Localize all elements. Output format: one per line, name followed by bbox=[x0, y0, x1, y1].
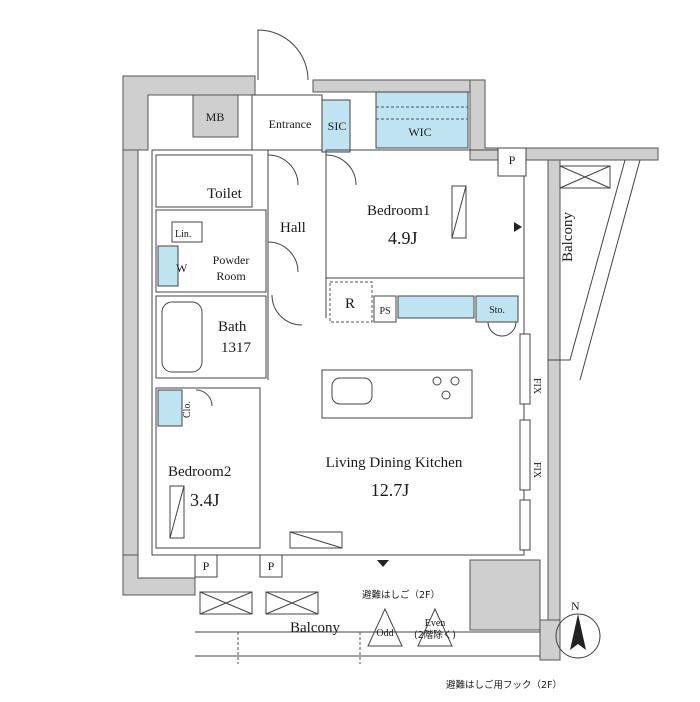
bedroom1-size: 4.9J bbox=[388, 228, 418, 248]
odd-label: Odd bbox=[376, 628, 393, 639]
bath-label: Bath bbox=[218, 319, 247, 335]
ps-label: PS bbox=[379, 306, 390, 317]
side-balcony-label: Balcony bbox=[560, 212, 576, 262]
clo-label: Clo. bbox=[182, 401, 193, 418]
fix-label-1: FIX bbox=[531, 378, 542, 395]
p-top-label: P bbox=[509, 153, 516, 167]
bedroom1-label: Bedroom1 bbox=[367, 203, 430, 219]
mb-label: MB bbox=[206, 110, 225, 124]
hook-2f-label: 避難はしご用フック（2F） bbox=[446, 679, 562, 691]
wic-label: WIC bbox=[408, 125, 431, 139]
entrance-door[interactable] bbox=[257, 29, 309, 81]
outer-walls bbox=[122, 75, 659, 661]
north-label: N bbox=[571, 599, 580, 613]
north-compass-icon: N bbox=[555, 599, 601, 659]
w-label: W bbox=[176, 261, 188, 275]
ladder-2f-label: 避難はしご（2F） bbox=[362, 589, 440, 601]
interior-walls bbox=[151, 91, 641, 664]
bath-size: 1317 bbox=[221, 340, 252, 356]
bedroom2-label: Bedroom2 bbox=[168, 464, 231, 480]
entrance-label: Entrance bbox=[269, 117, 312, 131]
p-mid-label: P bbox=[268, 559, 275, 573]
even-note: (2階除く) bbox=[414, 629, 456, 641]
bedroom2-size: 3.4J bbox=[190, 490, 220, 510]
toilet-label: Toilet bbox=[207, 186, 243, 202]
ldk-label: Living Dining Kitchen bbox=[326, 455, 463, 471]
r-label: R bbox=[345, 296, 355, 312]
even-label: Even bbox=[425, 618, 446, 629]
powder-room-label-2: Room bbox=[216, 269, 246, 283]
sic-label: SIC bbox=[328, 119, 347, 133]
arrow-marker-ldk bbox=[377, 560, 389, 567]
lin-label: Lin. bbox=[175, 229, 191, 240]
ldk-size: 12.7J bbox=[371, 480, 410, 500]
hall-label: Hall bbox=[280, 220, 306, 236]
bottom-balcony-label: Balcony bbox=[290, 620, 340, 636]
fix-label-2: FIX bbox=[531, 462, 542, 479]
powder-room-label-1: Powder bbox=[213, 253, 250, 267]
p-left-label: P bbox=[203, 559, 210, 573]
interior-doors bbox=[195, 154, 357, 407]
mb-closet bbox=[192, 94, 239, 138]
sto-label: Sto. bbox=[489, 305, 505, 316]
arrow-marker-bedroom1 bbox=[514, 222, 522, 232]
